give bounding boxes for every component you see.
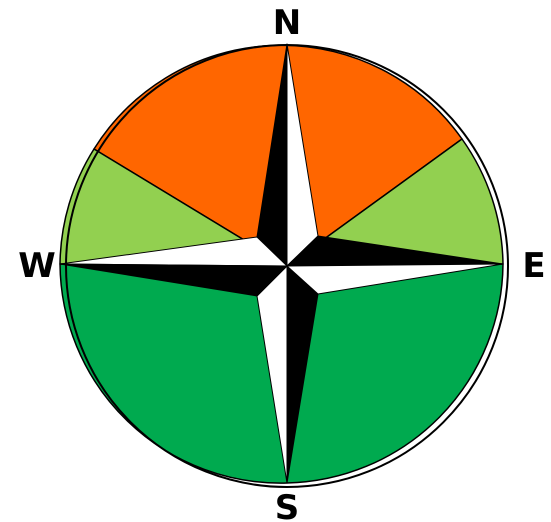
label-east: E xyxy=(522,246,545,286)
label-south: S xyxy=(275,488,300,522)
label-west: W xyxy=(18,246,56,286)
label-north: N xyxy=(273,3,301,43)
